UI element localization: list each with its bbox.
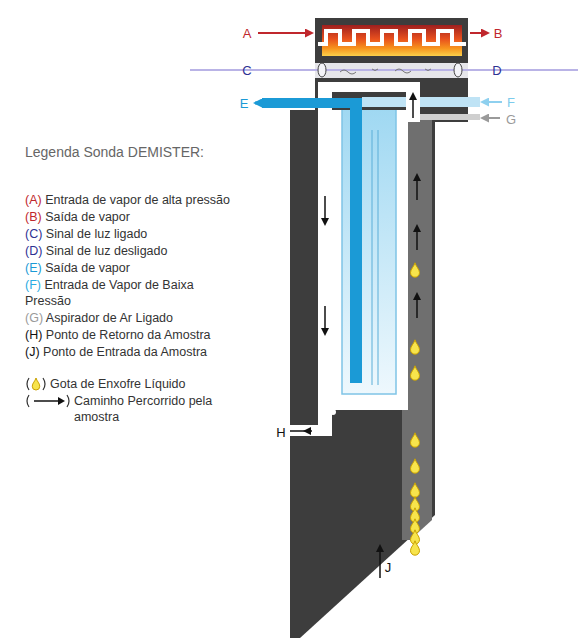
callout-letter: J	[385, 560, 392, 575]
legend: (A) Entrada de vapor de alta pressão(B) …	[25, 192, 240, 426]
callout-letter: E	[240, 96, 249, 111]
legend-item: (E) Saída de vapor	[25, 260, 240, 276]
legend-title: Legenda Sonda DEMISTER:	[25, 145, 204, 160]
sulfur-drop	[411, 433, 420, 447]
legend-item: (C) Sinal de luz ligado	[25, 226, 240, 242]
sulfur-drop	[411, 483, 420, 497]
callout-letter: G	[506, 112, 516, 127]
legend-text: (A) Entrada de vapor de alta pressão	[25, 192, 230, 208]
legend-item: (F) Entrada de Vapor de Baixa Pressão	[25, 277, 240, 309]
sulfur-drop	[411, 340, 420, 354]
sulfur-drop	[411, 366, 420, 380]
callout-letter: H	[276, 425, 285, 440]
legend-item: Caminho Percorrido pela amostra	[25, 393, 240, 425]
legend-item: (B) Saída de vapor	[25, 209, 240, 225]
legend-item: (A) Entrada de vapor de alta pressão	[25, 192, 240, 208]
callout-letter: D	[492, 63, 501, 78]
legend-item: (H) Ponto de Retorno da Amostra	[25, 327, 240, 343]
legend-text: (C) Sinal de luz ligado	[25, 226, 147, 242]
callout-letter: C	[242, 63, 251, 78]
legend-text: (F) Entrada de Vapor de Baixa Pressão	[25, 277, 240, 309]
legend-text: (E) Saída de vapor	[25, 260, 130, 276]
legend-text: (D) Sinal de luz desligado	[25, 243, 167, 259]
legend-text: (B) Saída de vapor	[25, 209, 130, 225]
legend-text: (H) Ponto de Retorno da Amostra	[25, 327, 211, 343]
legend-sample	[25, 393, 71, 409]
legend-text: (J) Ponto de Entrada da Amostra	[25, 344, 207, 360]
sulfur-drop	[411, 263, 420, 277]
legend-item: Gota de Enxofre Líquido	[25, 376, 240, 392]
legend-sample	[25, 376, 47, 392]
sulfur-drop	[411, 459, 420, 473]
callout-letter: A	[243, 26, 252, 41]
sulfur-drop	[411, 541, 420, 555]
legend-text: Caminho Percorrido pela amostra	[74, 393, 240, 425]
legend-item: (D) Sinal de luz desligado	[25, 243, 240, 259]
callout-letter: B	[494, 26, 503, 41]
legend-item: (G) Aspirador de Ar Ligado	[25, 310, 240, 326]
legend-text: (G) Aspirador de Ar Ligado	[25, 310, 173, 326]
legend-text: Gota de Enxofre Líquido	[50, 376, 186, 392]
legend-item: (J) Ponto de Entrada da Amostra	[25, 344, 240, 360]
callout-letter: F	[507, 95, 515, 110]
